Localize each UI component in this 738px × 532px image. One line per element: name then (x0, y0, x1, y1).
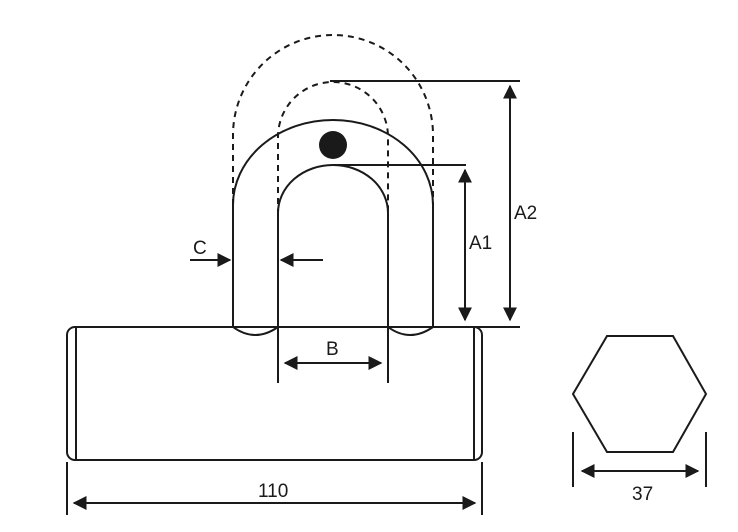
lock-body (66, 326, 483, 461)
a1-label: A1 (469, 233, 492, 254)
b-label: B (326, 339, 339, 360)
shackle-outer (232, 119, 434, 327)
shackle-leg-bottom-left (232, 326, 279, 336)
pin-dot (319, 131, 347, 159)
a2-label: A2 (514, 203, 537, 224)
shackle-leg-bottom-right (387, 326, 434, 336)
hexagon-cross-section (571, 335, 708, 453)
open-shackle-outer-dashed (232, 34, 434, 205)
width-label: 110 (258, 481, 288, 502)
shackle-inner (277, 164, 389, 327)
hex-width-label: 37 (632, 484, 653, 505)
c-label: C (193, 238, 207, 259)
